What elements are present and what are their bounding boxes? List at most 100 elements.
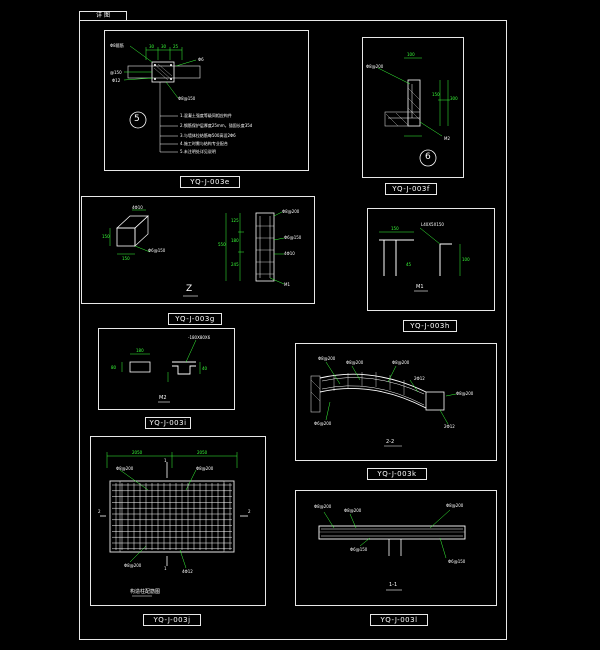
detail-caption-6-text: YQ-J-003k <box>377 470 417 478</box>
d7-callout-3: Φ8@200 <box>124 563 142 568</box>
d7-plan-title: 构造柱配筋图 <box>130 589 161 595</box>
d3-callout-6: M1 <box>284 282 290 287</box>
d6-callout-6: 2Φ12 <box>444 424 455 429</box>
d1-note-5: 5.未注明处详见说明 <box>180 149 216 154</box>
detail-frame-5 <box>98 328 235 410</box>
d7-section-mark-4: 2 <box>248 509 251 514</box>
d1-detail-number: 5 <box>134 114 140 124</box>
d4-callout-1: L40X5X150 <box>421 222 444 227</box>
d3-dim-5: 245 <box>231 262 239 267</box>
d4-dim-3: 45 <box>406 262 412 267</box>
d2-dim-1: 100 <box>407 52 415 57</box>
detail-caption-8-text: YQ-J-003l <box>380 616 418 624</box>
d7-section-mark-1: 1 <box>164 458 167 463</box>
d5-dim-2: 80 <box>111 365 117 370</box>
d2-dim-3: 300 <box>450 96 458 101</box>
d6-callout-3: Φ8@200 <box>392 360 410 365</box>
d3-dim-3: 125 <box>231 218 239 223</box>
sheet-border <box>79 20 507 640</box>
d8-section-label: 1-1 <box>389 582 398 588</box>
d3-dim-4: 180 <box>231 238 239 243</box>
d8-callout-3: Φ8@200 <box>446 503 464 508</box>
sheet-title-text: 详 图 <box>96 12 110 19</box>
d1-dim-2: 30 <box>161 44 167 49</box>
detail-caption-3-text: YQ-J-003g <box>175 315 215 323</box>
d4-dim-1: 150 <box>391 226 399 231</box>
detail-caption-5-text: YQ-J-003i <box>149 419 187 427</box>
detail-frame-8 <box>295 490 497 606</box>
d7-section-mark-3: 2 <box>98 509 101 514</box>
d7-section-mark-2: 1 <box>164 566 167 571</box>
d2-dim-2: 150 <box>432 92 440 97</box>
d3-dim-1: 150 <box>102 234 110 239</box>
d2-detail-number: 6 <box>425 152 431 162</box>
d8-callout-2: Φ8@200 <box>344 508 362 513</box>
d7-callout-2: Φ8@200 <box>196 466 214 471</box>
d3-callout-2: Φ6@150 <box>148 248 166 253</box>
d7-dim-1: 2050 <box>132 450 143 455</box>
d1-dim-3: 25 <box>173 44 179 49</box>
d8-callout-5: Φ6@150 <box>448 559 466 564</box>
d6-callout-7: Φ6@200 <box>314 421 332 426</box>
detail-frame-2 <box>362 37 464 178</box>
detail-caption-1-text: YQ-J-003e <box>190 178 230 186</box>
detail-frame-4 <box>367 208 495 311</box>
d1-callout-4: Φ12 <box>112 78 121 83</box>
d1-callout-5: Φ8@150 <box>178 96 196 101</box>
detail-caption-2: YQ-J-003f <box>385 183 437 195</box>
d6-callout-4: 2Φ12 <box>414 376 425 381</box>
d3-callout-1: 4Φ10 <box>132 205 143 210</box>
sheet-title-tab: 详 图 <box>79 11 127 21</box>
d7-callout-1: Φ8@200 <box>116 466 134 471</box>
detail-frame-7 <box>90 436 266 606</box>
detail-frame-3 <box>81 196 315 304</box>
d3-section-label: Z <box>186 284 193 294</box>
detail-caption-1: YQ-J-003e <box>180 176 240 188</box>
d1-dim-1: 30 <box>149 44 155 49</box>
d4-dim-2: 100 <box>462 257 470 262</box>
d7-dim-2: 2050 <box>197 450 208 455</box>
detail-caption-4-text: YQ-J-003h <box>410 322 450 330</box>
d6-callout-2: Φ8@200 <box>346 360 364 365</box>
d6-callout-1: Φ8@200 <box>318 356 336 361</box>
d2-callout-2: M2 <box>444 136 450 141</box>
detail-caption-5: YQ-J-003i <box>145 417 191 429</box>
d3-callout-3: Φ8@200 <box>282 209 300 214</box>
d8-callout-4: Φ6@150 <box>350 547 368 552</box>
detail-caption-2-text: YQ-J-003f <box>392 185 430 193</box>
d4-section-label: M1 <box>416 284 424 290</box>
detail-caption-8: YQ-J-003l <box>370 614 428 626</box>
d5-dim-3: 40 <box>202 366 208 371</box>
detail-caption-7-text: YQ-J-003j <box>153 616 191 624</box>
d1-note-2: 2.钢筋保护层厚度25mm，锚固长度35d <box>180 123 253 128</box>
d1-callout-3: @150 <box>110 70 122 75</box>
detail-caption-7: YQ-J-003j <box>143 614 201 626</box>
d1-note-4: 4.施工时需与结构专业配合 <box>180 141 228 146</box>
d3-dim-2: 150 <box>122 256 130 261</box>
d3-callout-5: 4Φ10 <box>284 251 295 256</box>
d7-callout-4: 4Φ12 <box>182 569 193 574</box>
d1-callout-2: Φ6 <box>198 57 204 62</box>
d1-callout-1: Φ8箍筋 <box>110 43 124 48</box>
d2-callout-1: Φ8@200 <box>366 64 384 69</box>
d8-callout-1: Φ8@200 <box>314 504 332 509</box>
d6-section-label: 2-2 <box>386 439 395 445</box>
detail-frame-6 <box>295 343 497 461</box>
d5-callout-1: -180X80X6 <box>188 335 211 340</box>
d1-note-3: 3.与墙体拉结筋每500高设2Φ6 <box>180 133 236 138</box>
d3-dim-6: 550 <box>218 242 226 247</box>
detail-caption-3: YQ-J-003g <box>168 313 222 325</box>
d3-callout-4: Φ6@150 <box>284 235 302 240</box>
detail-caption-6: YQ-J-003k <box>367 468 427 480</box>
d5-dim-1: 180 <box>136 348 144 353</box>
d1-note-1: 1.混凝土强度等级同相应构件 <box>180 113 232 118</box>
detail-caption-4: YQ-J-003h <box>403 320 457 332</box>
